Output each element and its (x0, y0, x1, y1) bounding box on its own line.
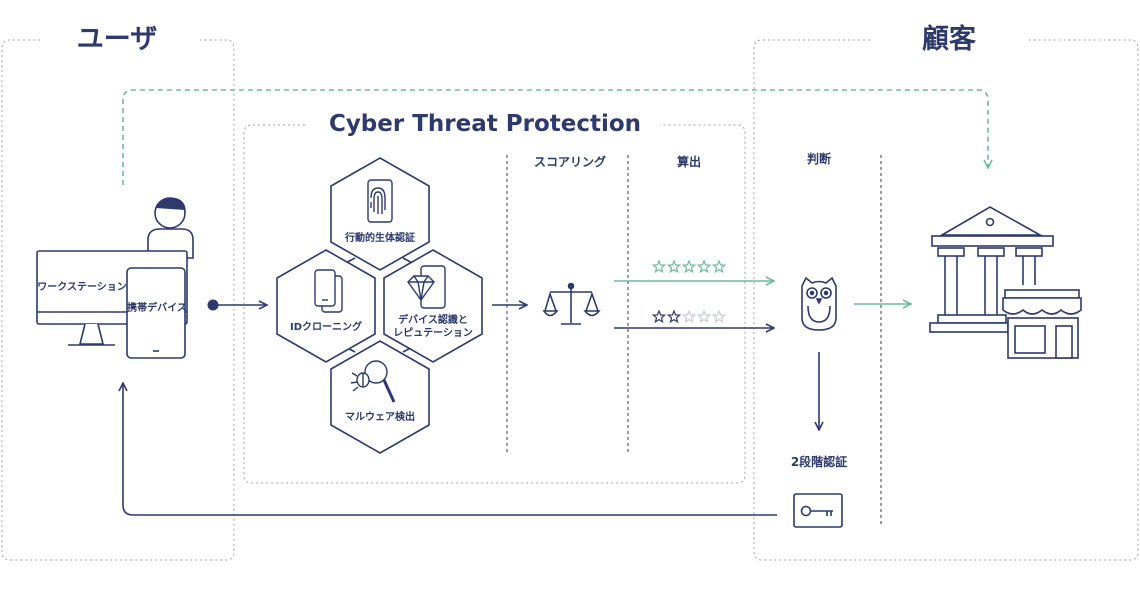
customer-title: 顧客 (922, 23, 977, 55)
workstation-label: ワークステーション (37, 281, 127, 293)
rating-low (651, 309, 727, 324)
ctp-title: Cyber Threat Protection (329, 111, 641, 137)
key-icon (793, 493, 843, 528)
fingerprint-phone-icon (367, 179, 393, 223)
tablet-icon (126, 267, 186, 359)
bug-magnifier-icon (350, 360, 396, 403)
malware-label: マルウェア検出 (345, 410, 415, 423)
hex-malware (330, 340, 430, 454)
teal-loop-arrow (122, 89, 988, 185)
column-calculation: 算出 (677, 154, 701, 169)
two-factor-label: 2段階認証 (791, 454, 847, 469)
id-cloning-label: IDクローニング (290, 320, 362, 333)
user-title: ユーザ (77, 24, 157, 55)
column-scoring: スコアリング (534, 154, 606, 169)
customer-region (753, 39, 1139, 561)
user-region (1, 39, 235, 561)
star-icon (666, 309, 682, 324)
source-dot (207, 299, 219, 311)
diamond-phone-icon (407, 265, 446, 309)
rating-high (651, 259, 727, 274)
star-icon (696, 259, 712, 274)
star-icon (681, 259, 697, 274)
owl-icon (801, 276, 837, 331)
mobile-label: 携帯デバイス (127, 301, 187, 314)
device-label-line2: レピュテーション (393, 327, 473, 339)
star-icon (696, 309, 712, 324)
bank-icon (929, 206, 1054, 333)
phones-icon (314, 269, 343, 313)
ctp-region (243, 124, 746, 484)
star-icon (711, 259, 727, 274)
return-arrow (123, 383, 777, 516)
column-judgement: 判断 (807, 151, 831, 166)
star-icon (666, 259, 682, 274)
star-icon (651, 309, 667, 324)
shop-icon (1002, 289, 1082, 359)
star-icon (651, 259, 667, 274)
device-label-line1: デバイス認識と (398, 313, 468, 326)
person-icon (147, 197, 194, 259)
scale-icon (542, 282, 601, 325)
star-icon (681, 309, 697, 324)
behavioral-label: 行動的生体認証 (344, 231, 415, 244)
star-icon (711, 309, 727, 324)
